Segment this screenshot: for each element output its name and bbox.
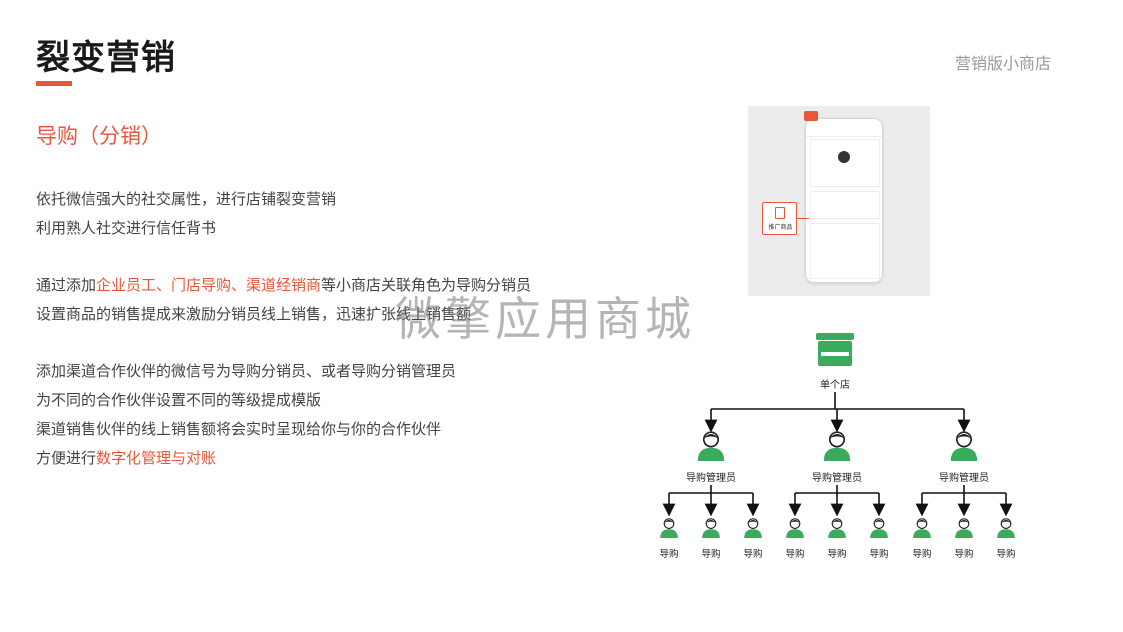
promo-label: 推广商品: [768, 224, 793, 231]
profile-card: [810, 139, 880, 187]
phone-topbar: [806, 119, 882, 137]
text-line: 通过添加企业员工、门店导购、渠道经销商等小商店关联角色为导购分销员: [36, 276, 532, 294]
text-line: 为不同的合作伙伴设置不同的等级提成模版: [36, 391, 322, 409]
stats-card: [810, 191, 880, 219]
text-line: 利用熟人社交进行信任背书: [36, 219, 217, 237]
manager-icon: [950, 431, 978, 461]
title-underline: [36, 81, 72, 86]
manager-icon: [823, 431, 851, 461]
roles-paragraph: 通过添加企业员工、门店导购、渠道经销商等小商店关联角色为导购分销员 设置商品的销…: [36, 271, 531, 329]
leaf-label: 导购: [743, 549, 763, 560]
guide-icon: [955, 518, 973, 538]
manager-label: 导购管理员: [812, 473, 862, 484]
manager-label: 导购管理员: [686, 473, 736, 484]
leaf-label: 导购: [996, 549, 1016, 560]
phone-mockup: [805, 118, 883, 283]
connector-line: [797, 218, 809, 219]
guide-icon: [913, 518, 931, 538]
intro-paragraph: 依托微信强大的社交属性，进行店铺裂变营销 利用熟人社交进行信任背书: [36, 185, 336, 243]
guide-icon: [744, 518, 762, 538]
manager-icon: [697, 431, 725, 461]
text-line: 方便进行数字化管理与对账: [36, 449, 217, 467]
highlight-digital: 数字化管理与对账: [96, 449, 217, 467]
guide-icon: [828, 518, 846, 538]
text-line: 渠道销售伙伴的线上销售额将会实时呈现给你与你的合作伙伴: [36, 420, 442, 438]
partners-paragraph: 添加渠道合作伙伴的微信号为导购分销员、或者导购分销管理员 为不同的合作伙伴设置不…: [36, 357, 456, 473]
leaf-label: 导购: [785, 549, 805, 560]
text-line: 添加渠道合作伙伴的微信号为导购分销员、或者导购分销管理员: [36, 362, 457, 380]
manager-label: 导购管理员: [939, 473, 989, 484]
promo-product-callout: 推广商品: [762, 202, 797, 235]
guide-icon: [870, 518, 888, 538]
section-heading: 导购（分销）: [36, 124, 162, 148]
badge: [804, 111, 818, 121]
text-line: 设置商品的销售提成来激励分销员线上销售，迅速扩张线上销售额: [36, 305, 472, 323]
bag-icon: [775, 207, 785, 219]
leaf-label: 导购: [701, 549, 721, 560]
store-icon: [816, 333, 854, 366]
product-label: 营销版小商店: [955, 54, 1052, 73]
leaf-label: 导购: [954, 549, 974, 560]
menu-grid: [810, 223, 880, 279]
page-title: 裂变营销: [36, 38, 176, 78]
root-node-label: 单个店: [820, 380, 850, 391]
guide-icon: [702, 518, 720, 538]
guide-icon: [786, 518, 804, 538]
guide-icon: [997, 518, 1015, 538]
text-line: 依托微信强大的社交属性，进行店铺裂变营销: [36, 190, 337, 208]
leaf-label: 导购: [659, 549, 679, 560]
leaf-label: 导购: [912, 549, 932, 560]
org-people: [660, 431, 1015, 538]
guide-icon: [660, 518, 678, 538]
leaf-label: 导购: [869, 549, 889, 560]
org-connectors: [662, 392, 1013, 517]
leaf-label: 导购: [827, 549, 847, 560]
avatar: [838, 151, 850, 163]
highlight-roles: 企业员工、门店导购、渠道经销商: [96, 276, 322, 294]
